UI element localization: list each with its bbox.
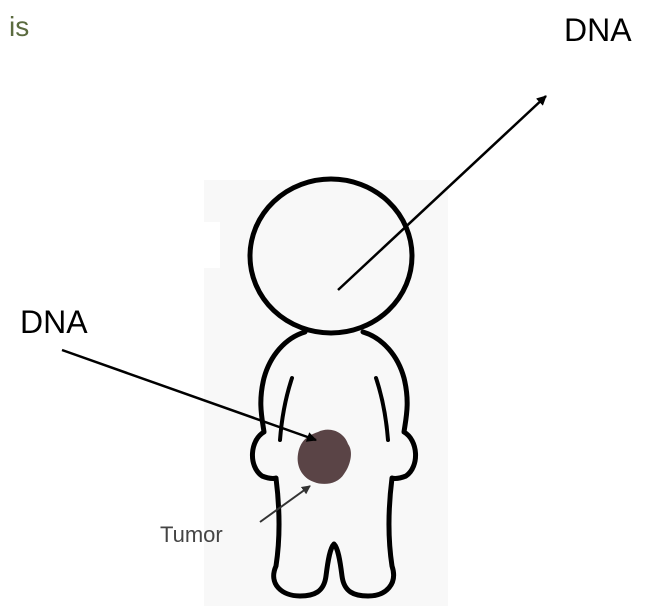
tumor-pointer-arrow — [260, 486, 310, 522]
right-arm-line — [376, 378, 388, 440]
figure-head — [250, 179, 412, 333]
arrow-to-top-dna — [338, 96, 546, 290]
tumor-blob — [298, 430, 351, 484]
arrow-to-tumor — [62, 350, 316, 440]
tumor-label: Tumor — [160, 524, 223, 546]
